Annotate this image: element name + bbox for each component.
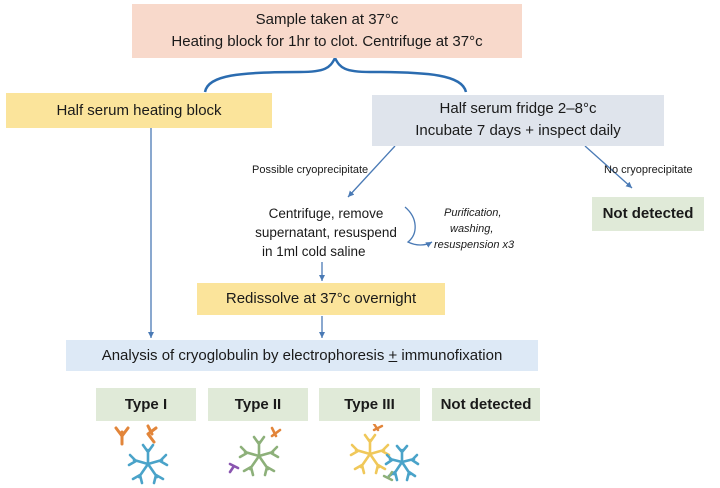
fridge-to-possible-arrow [347, 145, 396, 198]
type-ii-antibody-icon [228, 426, 282, 477]
type-ii-box: Type II [208, 388, 308, 421]
fridge-line-1: Half serum fridge 2–8°c [439, 100, 597, 117]
analysis-box: Analysis of cryoglobulin by electrophore… [66, 340, 538, 371]
purification-line-2: washing, [450, 223, 494, 235]
centrifuge-line-3: in 1ml cold saline [262, 244, 366, 259]
type-i-box: Type I [96, 388, 196, 421]
purification-label: Purification, washing, resuspension x3 [430, 205, 526, 253]
half-serum-heating-box: Half serum heating block [6, 93, 272, 128]
purification-line-1: Purification, [444, 207, 502, 219]
fridge-to-none-arrow [584, 145, 633, 189]
type-iii-antibody-icon [349, 424, 420, 482]
purification-line-3: resuspension x3 [434, 239, 515, 251]
analysis-text-end: immunofixation [397, 347, 503, 364]
redissolve-box: Redissolve at 37°c overnight [197, 283, 445, 315]
type-i-label: Type I [124, 396, 168, 413]
centrifuge-step-text: Centrifuge, remove supernatant, resuspen… [250, 204, 402, 261]
type-not-detected-box: Not detected [432, 388, 540, 421]
redissolve-label: Redissolve at 37°c overnight [225, 290, 417, 307]
type-iii-label: Type III [344, 396, 395, 413]
no-cryoprecipitate-label: No cryoprecipitate [604, 164, 693, 176]
centrifuge-line-2: supernatant, resuspend [255, 225, 397, 240]
type-iii-box: Type III [319, 388, 420, 421]
not-detected-label: Not detected [602, 205, 694, 222]
analysis-text-start: Analysis of cryoglobulin by electrophore… [101, 347, 389, 364]
plus-minus-symbol: + [388, 347, 398, 364]
centrifuge-line-1: Centrifuge, remove [268, 206, 384, 221]
sample-box: Sample taken at 37°c Heating block for 1… [132, 4, 522, 58]
split-brace [203, 55, 468, 93]
sample-line-2: Heating block for 1hr to clot. Centrifug… [171, 33, 483, 50]
purification-loop-arrow [404, 206, 433, 248]
type-ii-label: Type II [234, 396, 282, 413]
type-i-antibody-icon [114, 424, 169, 485]
fridge-line-2: Incubate 7 days + inspect daily [415, 122, 621, 139]
type-not-detected-label: Not detected [440, 396, 532, 413]
half-serum-heating-label: Half serum heating block [56, 102, 222, 119]
possible-cryoprecipitate-label: Possible cryoprecipitate [252, 164, 369, 176]
not-detected-box: Not detected [592, 197, 704, 231]
half-serum-fridge-box: Half serum fridge 2–8°c Incubate 7 days … [372, 95, 664, 146]
sample-line-1: Sample taken at 37°c [255, 11, 399, 28]
